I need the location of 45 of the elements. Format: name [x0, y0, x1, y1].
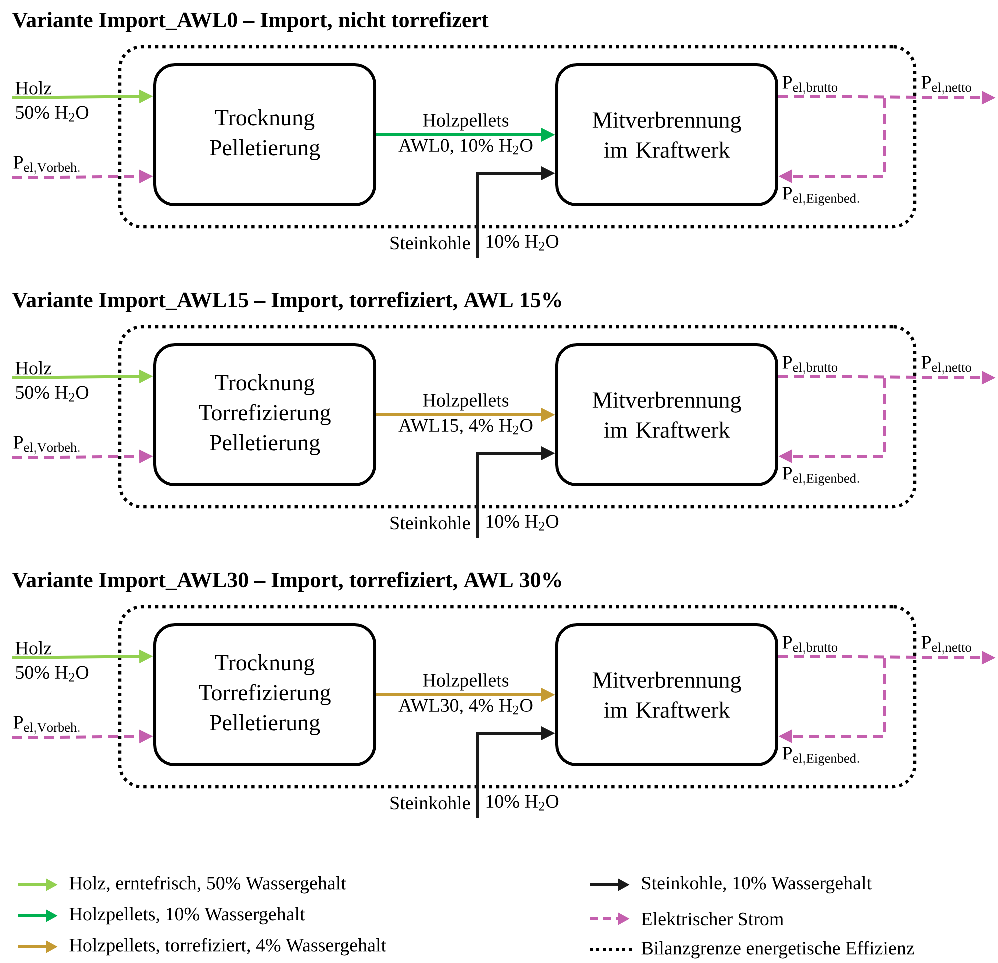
- flow-label: AWL15, 4% H$_{2}$O: [398, 419, 533, 435]
- flow-label: 10% H$_{2}$O: [486, 515, 559, 531]
- flow-label: $\mathrm{P}_{\mathrm{el,brutto}}$: [782, 356, 838, 375]
- edge-label: $\mathrm{P}_{\mathrm{el,Vorbeh.}}$: [14, 156, 80, 175]
- edge-label: Holzpellets: [423, 674, 509, 691]
- edge-label: $\mathrm{P}_{\mathrm{el,netto}}$: [922, 76, 972, 95]
- edge-label: Holz: [16, 361, 52, 375]
- flow-label: $\mathrm{P}_{\mathrm{el,brutto}}$: [782, 636, 838, 655]
- process-box: Mitverbrennung im Kraftwerk: [556, 344, 778, 486]
- edge-label: $\mathrm{P}_{\mathrm{el,Vorbeh.}}$: [14, 436, 80, 455]
- legend-label: Holz, erntefrisch, 50% Wassergehalt: [70, 876, 346, 894]
- panel-title: Variante Import_AWL15 – Import, torrefiziert, AWL 15%: [12, 292, 562, 312]
- edge-label: $\mathrm{P}_{\mathrm{el,Eigenbed.}}$: [782, 747, 860, 766]
- flow-label: 50% H$_{2}$O: [16, 666, 89, 682]
- edge-label: $\mathrm{P}_{\mathrm{el,Eigenbed.}}$: [782, 467, 860, 486]
- legend-label: Elektrischer Strom: [642, 912, 784, 926]
- flow-label: 10% H$_{2}$O: [486, 795, 559, 811]
- edge-label: Holzpellets: [423, 114, 509, 131]
- panel-title: Variante Import_AWL0 – Import, nicht torrefizert: [12, 12, 489, 32]
- edge-label: Holz: [16, 81, 52, 95]
- edge-label: Steinkohle: [390, 796, 470, 810]
- edge-label: Holz: [16, 641, 52, 655]
- edge-label: Steinkohle: [390, 236, 470, 250]
- flow-label: 50% H$_{2}$O: [16, 106, 89, 122]
- process-box: Trocknung Torrefizierung Pelletierung: [154, 344, 376, 486]
- edge-label: Holzpellets: [423, 394, 509, 411]
- flow-label: AWL30, 4% H$_{2}$O: [398, 699, 533, 715]
- edge-label: $\mathrm{P}_{\mathrm{el,netto}}$: [922, 636, 972, 655]
- legend-label: Holzpellets, torrefiziert, 4% Wassergehalt: [70, 938, 386, 956]
- flow-label: $\mathrm{P}_{\mathrm{el,brutto}}$: [782, 76, 838, 95]
- legend-label: Steinkohle, 10% Wassergehalt: [642, 876, 872, 894]
- legend-label: Holzpellets, 10% Wassergehalt: [70, 907, 306, 925]
- edge-label: Steinkohle: [390, 516, 470, 530]
- flow-label: AWL0, 10% H$_{2}$O: [398, 139, 533, 155]
- process-box: Trocknung Torrefizierung Pelletierung: [154, 624, 376, 766]
- panel-title: Variante Import_AWL30 – Import, torrefiziert, AWL 30%: [12, 572, 562, 592]
- legend-label: Bilanzgrenze energetische Effizienz: [642, 941, 914, 959]
- flow-label: 10% H$_{2}$O: [486, 235, 559, 251]
- flow-label: 50% H$_{2}$O: [16, 386, 89, 402]
- edge-label: $\mathrm{P}_{\mathrm{el,Vorbeh.}}$: [14, 716, 80, 735]
- edge-label: $\mathrm{P}_{\mathrm{el,netto}}$: [922, 356, 972, 375]
- process-box: Mitverbrennung im Kraftwerk: [556, 64, 778, 206]
- process-box: Mitverbrennung im Kraftwerk: [556, 624, 778, 766]
- edge-label: $\mathrm{P}_{\mathrm{el,Eigenbed.}}$: [782, 187, 860, 206]
- process-box: Trocknung Pelletierung: [154, 64, 376, 206]
